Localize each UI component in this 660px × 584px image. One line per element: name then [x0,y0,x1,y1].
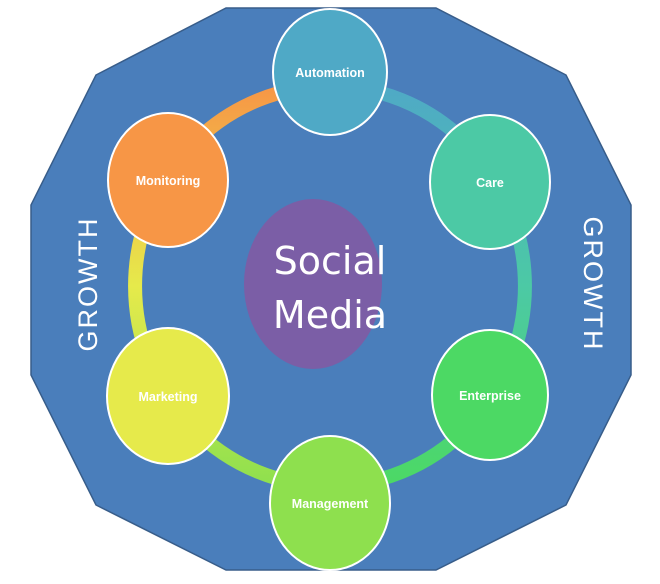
node-marketing[interactable]: Marketing [106,327,230,465]
center-label-line-1: Social [274,239,387,283]
node-enterprise-label: Enterprise [459,389,521,403]
node-automation-circle [272,8,388,136]
node-management-label: Management [292,497,369,511]
ring-arc-left [128,79,331,493]
node-monitoring-circle [107,112,229,248]
ring-arc-right [329,79,532,493]
node-management-circle [269,435,391,571]
center-ellipse [244,199,382,369]
node-management[interactable]: Management [269,435,391,571]
node-automation[interactable]: Automation [272,8,388,136]
growth-label-right: GROWTH [578,217,608,352]
node-marketing-circle [106,327,230,465]
connector-ring [128,79,532,493]
node-monitoring-label: Monitoring [136,174,201,188]
node-care[interactable]: Care [429,114,551,250]
node-enterprise-circle [431,329,549,461]
node-automation-label: Automation [295,66,364,80]
center-label-line-2: Media [273,293,387,337]
center-circle-social-media: Social Media [244,199,387,369]
node-group: Automation Care Enterprise Management Ma… [106,8,551,571]
node-care-label: Care [476,176,504,190]
node-care-circle [429,114,551,250]
node-enterprise[interactable]: Enterprise [431,329,549,461]
node-marketing-label: Marketing [138,390,197,404]
growth-label-left: GROWTH [73,217,103,352]
node-monitoring[interactable]: Monitoring [107,112,229,248]
